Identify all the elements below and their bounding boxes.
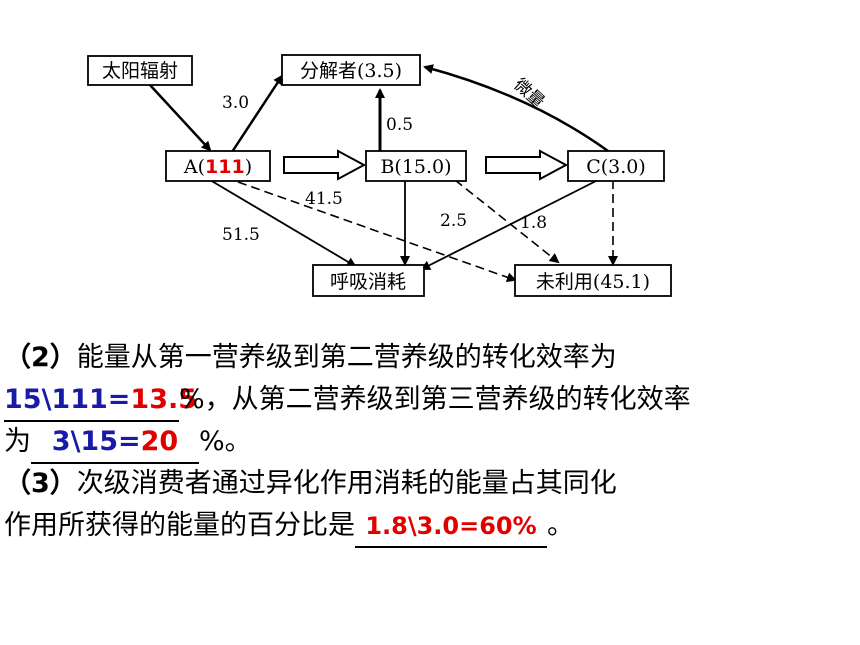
edge-label-a-to-respiration: 51.5 <box>222 225 260 245</box>
q2-number: （2） <box>4 342 77 373</box>
node-respiration: 呼吸消耗 <box>312 264 425 297</box>
edge-label-a-to-decomposer: 3.0 <box>222 93 249 113</box>
node-decomposer-label: 分解者(3.5) <box>300 60 402 82</box>
edge-sun-to-a <box>149 84 212 152</box>
q3-line2-text: 作用所获得的能量的百分比是 <box>4 510 355 541</box>
q2-line2: 15\111=13.5%，从第二营养级到第三营养级的转化效率 <box>4 380 691 422</box>
q2-answer1-result: 13.5 <box>130 384 198 415</box>
edge-label-b-to-decomposer: 0.5 <box>386 115 413 135</box>
q2-answer1-blank[interactable]: 15\111=13.5 <box>4 380 197 422</box>
hollow-arrow-b-to-c <box>485 149 569 181</box>
edge-a-to-respiration <box>209 179 357 268</box>
q2-answer2-result: 20 <box>140 426 179 457</box>
node-sun: 太阳辐射 <box>87 55 193 86</box>
node-sun-label: 太阳辐射 <box>102 60 178 82</box>
q3-line1-text: 次级消费者通过异化作用消耗的能量占其同化 <box>76 468 617 499</box>
q3-number: （3） <box>4 468 77 499</box>
node-respiration-label: 呼吸消耗 <box>330 271 406 293</box>
edge-label-b-to-unused: 2.5 <box>440 211 467 231</box>
edge-a-to-decomposer <box>230 74 284 153</box>
q3-answer: 1.8\3.0=60% <box>365 512 537 540</box>
edge-label-c-to-respiration: 1.8 <box>520 213 547 233</box>
edge-label-a-to-unused: 41.5 <box>305 189 343 209</box>
node-b: B(15.0) <box>365 150 467 182</box>
node-a-value: 111 <box>205 156 245 178</box>
q2-answer1-calc: 15\111= <box>4 384 131 415</box>
q2-line2-text: %，从第二营养级到第三营养级的转化效率 <box>179 384 691 415</box>
node-a-prefix: A( <box>183 156 205 178</box>
q3-line2: 作用所获得的能量的百分比是 1.8\3.0=60% 。 <box>4 506 574 548</box>
node-c-label: C(3.0) <box>586 156 646 178</box>
q3-line1: （3）次级消费者通过异化作用消耗的能量占其同化 <box>4 464 617 504</box>
node-b-label: B(15.0) <box>380 156 451 178</box>
q3-answer-blank[interactable]: 1.8\3.0=60% <box>355 506 547 548</box>
edge-a-to-unused <box>237 181 517 283</box>
edge-c-to-decomposer <box>423 64 609 153</box>
edge-label-c-to-decomposer: 微量 <box>510 75 549 113</box>
node-a-label: A(111) <box>183 156 252 178</box>
q2-answer2-blank[interactable]: 3\15=20 <box>31 422 199 464</box>
node-a-suffix: ) <box>245 156 252 178</box>
node-unused-label: 未利用(45.1) <box>536 271 650 293</box>
q2-line1: （2）能量从第一营养级到第二营养级的转化效率为 <box>4 338 617 378</box>
node-c: C(3.0) <box>567 150 665 182</box>
q3-line2-suffix: 。 <box>547 510 574 541</box>
node-unused: 未利用(45.1) <box>514 264 672 297</box>
q2-line3-prefix: 为 <box>4 426 31 457</box>
node-decomposer: 分解者(3.5) <box>281 54 421 86</box>
node-a: A(111) <box>165 150 271 182</box>
q2-line1-text: 能量从第一营养级到第二营养级的转化效率为 <box>76 342 617 373</box>
q2-line3-suffix: %。 <box>199 426 252 457</box>
q2-answer2-calc: 3\15= <box>51 426 141 457</box>
hollow-arrow-a-to-b <box>283 149 367 181</box>
edge-b-to-unused <box>454 179 560 264</box>
energy-flow-diagram: 太阳辐射 分解者(3.5) A(111) B(15.0) C(3.0) 呼吸消耗… <box>87 54 672 297</box>
